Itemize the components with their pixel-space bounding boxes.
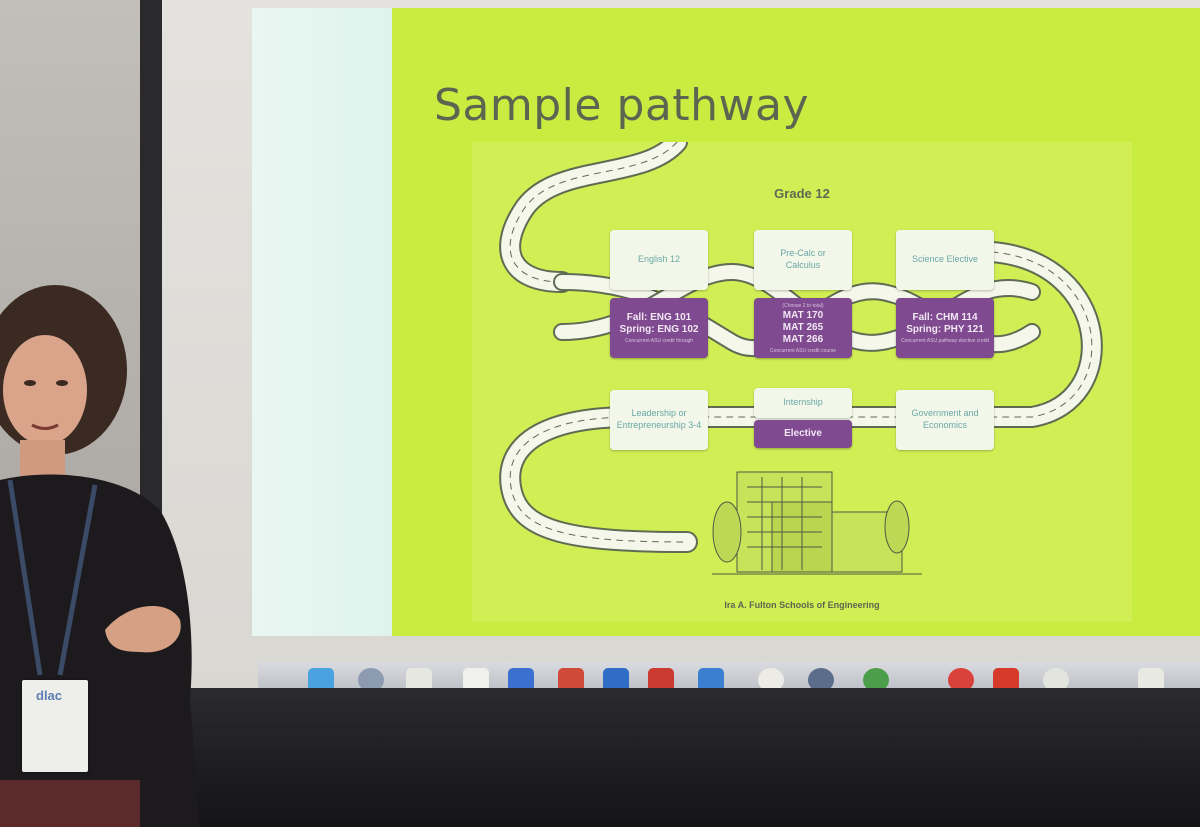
credit-card-english: Fall: ENG 101 Spring: ENG 102 Concurrent… (610, 298, 708, 358)
credit-note: Concurrent ASU pathway elective credit (900, 338, 990, 344)
course-card-english: English 12 (610, 230, 708, 290)
credit-courses: Fall: ENG 101 Spring: ENG 102 (619, 312, 699, 335)
course-card-government: Government and Economics (896, 390, 994, 450)
credit-courses: Elective (784, 428, 822, 439)
credit-note: Concurrent ASU credit course (769, 347, 837, 354)
credit-note: Concurrent ASU credit through (624, 338, 694, 344)
credit-head: (Choose 2 to total) (782, 302, 824, 309)
presenter-face (3, 335, 87, 445)
course-label: English 12 (637, 254, 681, 265)
conference-badge: dlac (22, 680, 88, 772)
road-illustration (499, 142, 1103, 575)
course-card-internship: Internship (754, 388, 852, 418)
building-sketch (712, 471, 922, 575)
credit-card-internship: Elective (754, 420, 852, 448)
slide-left-strip (252, 8, 392, 636)
grade-label: Grade 12 (774, 186, 830, 201)
credit-card-science: Fall: CHM 114 Spring: PHY 121 Concurrent… (896, 298, 994, 358)
course-label: Pre-Calc or Calculus (780, 248, 826, 270)
course-card-science: Science Elective (896, 230, 994, 290)
pathway-diagram: Grade 12 English 12 Pre-Calc or Calculus… (472, 142, 1132, 622)
course-label: Science Elective (911, 254, 979, 265)
badge-logo: dlac (36, 688, 63, 703)
credit-card-math: (Choose 2 to total) MAT 170 MAT 265 MAT … (754, 298, 852, 358)
table-cloth (0, 688, 1200, 827)
credit-courses: MAT 170 MAT 265 MAT 266 (782, 309, 824, 345)
projected-slide: Sample pathway (252, 8, 1200, 636)
slide-title: Sample pathway (434, 80, 809, 131)
credit-courses: Fall: CHM 114 Spring: PHY 121 (906, 312, 984, 335)
course-card-leadership: Leadership or Entrepreneurship 3-4 (610, 390, 708, 450)
course-label: Government and Economics (911, 408, 979, 430)
course-label: Leadership or Entrepreneurship 3-4 (616, 408, 702, 430)
school-name: Ira A. Fulton Schools of Engineering (724, 600, 880, 610)
course-label: Internship (783, 397, 823, 408)
presenter-hand (105, 606, 181, 653)
presenter-sweater (0, 474, 200, 827)
course-card-math: Pre-Calc or Calculus (754, 230, 852, 290)
